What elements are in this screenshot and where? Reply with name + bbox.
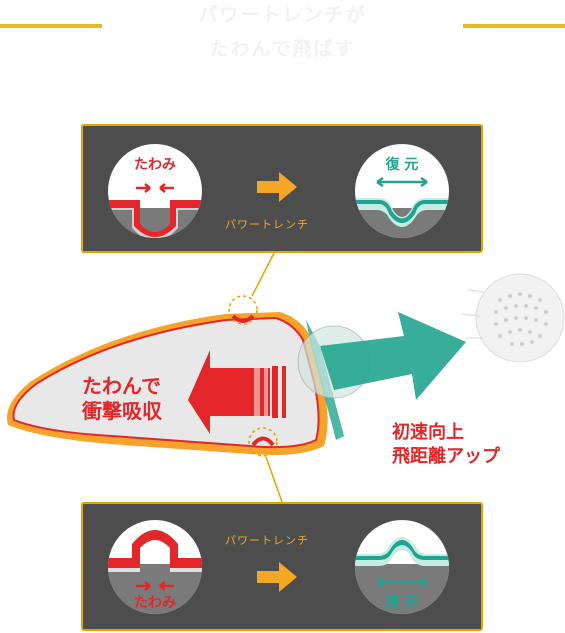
bottom-connector-line [265,456,283,503]
recovery-label: 復 元 [385,157,419,173]
result-text-2: 飛距離アップ [392,446,500,467]
launch-arrow [320,312,466,400]
deflection-label: たわみ [134,595,176,611]
title-rule-left [0,24,102,28]
compress-arrows-icon [136,183,174,193]
deflection-bump-graphic [108,530,202,614]
top-groove-marker [228,295,258,325]
top-connector-line [251,252,275,297]
deflection-circle: たわみ [108,520,202,614]
absorb-text-2: 衝撃吸収 [82,399,162,423]
bottom-panel: たわみ パワートレンチ 復 元 [81,502,483,631]
recovery-circle: 復 元 [355,520,449,614]
power-trench-caption: パワートレンチ [225,534,309,547]
expand-arrows-icon [376,576,428,588]
golf-ball [475,273,565,363]
recovery-circle: 復 元 [355,144,449,238]
recovery-groove-graphic [355,198,449,238]
ball-speed-lines [461,289,485,339]
deflection-groove-graphic [108,200,202,238]
expand-arrows-icon [376,176,428,188]
bottom-groove-marker [248,427,278,457]
power-trench-caption: パワートレンチ [225,218,309,231]
recovery-label: 復 元 [385,595,419,611]
recovery-bump-graphic [355,537,449,614]
title-line-2: たわんで飛ばす [209,38,356,60]
right-arrow-icon [257,562,297,592]
deflection-circle: たわみ [108,144,202,238]
compress-arrows-icon [136,581,174,591]
result-text-1: 初速向上 [392,422,464,443]
right-arrow-icon [257,172,297,202]
shock-absorb-arrow [188,350,270,434]
ball-dimples [494,292,548,346]
deflection-label: たわみ [134,157,176,173]
top-panel: たわみ パワートレンチ 復 元 [81,124,483,253]
absorb-text-1: たわんで [82,374,161,398]
title-line-1: パワートレンチが [198,4,367,26]
title-rule-right [463,24,565,28]
